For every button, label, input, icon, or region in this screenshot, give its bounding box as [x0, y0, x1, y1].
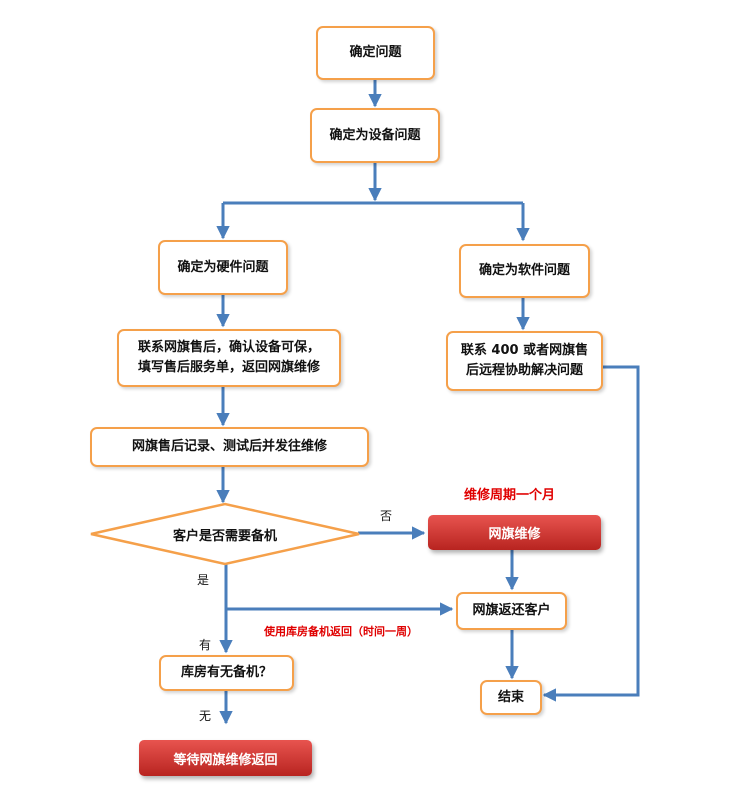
return-customer-node: 网旗返还客户	[456, 592, 567, 630]
inventory-backup-node: 库房有无备机？	[159, 655, 294, 691]
end-label: 结束	[497, 689, 524, 705]
hardware-issue-label: 确定为硬件问题	[177, 259, 269, 275]
repair-node: 网旗维修	[428, 515, 601, 550]
record-test-label: 网旗售后记录、测试后并发往维修	[131, 439, 327, 454]
confirm-issue-label: 确定问题	[349, 45, 402, 60]
decision-diamond	[90, 502, 360, 566]
end-node: 结束	[480, 680, 542, 715]
repair-cycle-note: 维修周期一个月	[464, 488, 556, 503]
repair-label: 网旗维修	[488, 527, 541, 542]
hardware-issue-node: 确定为硬件问题	[158, 240, 288, 295]
none-label: 无	[199, 709, 212, 723]
confirm-issue-node: 确定问题	[316, 26, 435, 80]
contact-400-line1: 联系 400 或者网旗售	[460, 343, 589, 358]
inventory-backup-label: 库房有无备机？	[180, 665, 272, 680]
use-backup-note: 使用库房备机返回（时间一周）	[264, 625, 418, 638]
yes-label: 是	[197, 573, 210, 587]
wait-repair-label: 等待网旗维修返回	[173, 752, 278, 768]
have-label: 有	[199, 638, 212, 652]
record-test-node: 网旗售后记录、测试后并发往维修	[90, 427, 369, 467]
device-issue-node: 确定为设备问题	[310, 108, 440, 163]
return-customer-label: 网旗返还客户	[472, 603, 551, 618]
contact-400-line2: 后远程协助解决问题	[465, 363, 583, 378]
arrow-400-to-end	[542, 365, 640, 702]
software-issue-label: 确定为软件问题	[478, 263, 570, 278]
wait-repair-node: 等待网旗维修返回	[139, 740, 312, 776]
contact-after-sales-line1: 联系网旗售后，确认设备可保，	[137, 340, 320, 355]
contact-after-sales-line2: 填写售后服务单，返回网旗维修	[137, 360, 320, 375]
device-issue-label: 确定为设备问题	[329, 127, 421, 143]
contact-400-node: 联系 400 或者网旗售 后远程协助解决问题	[446, 331, 603, 391]
need-backup-label: 客户是否需要备机	[172, 529, 277, 544]
contact-after-sales-node: 联系网旗售后，确认设备可保， 填写售后服务单，返回网旗维修	[117, 329, 341, 387]
software-issue-node: 确定为软件问题	[459, 244, 590, 298]
no-label: 否	[380, 509, 393, 523]
